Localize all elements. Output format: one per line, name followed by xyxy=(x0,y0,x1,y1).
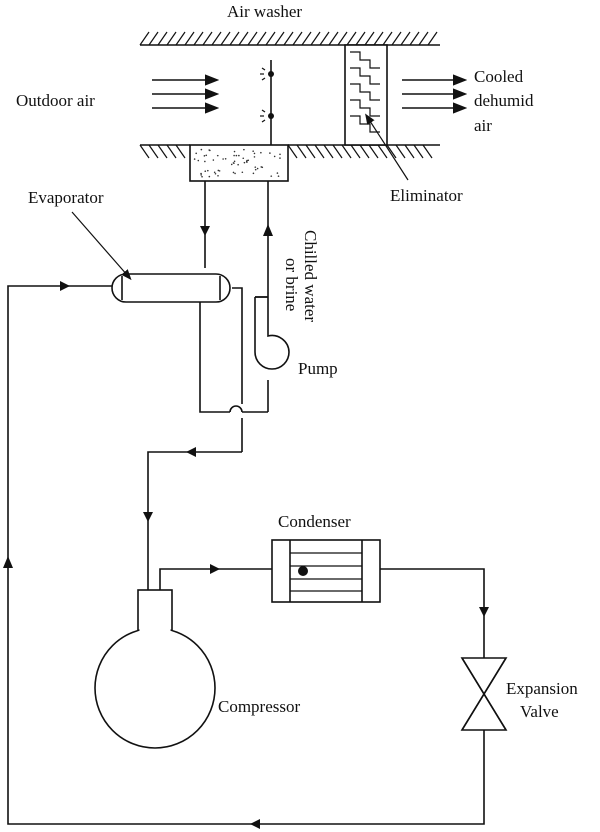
outdoor-air-label: Outdoor air xyxy=(16,91,95,110)
expansion-valve xyxy=(460,657,508,731)
pump xyxy=(254,296,290,370)
evaporator xyxy=(111,273,231,303)
condenser-label: Condenser xyxy=(278,512,351,531)
water-tank xyxy=(189,144,289,182)
cooled-air-label-2: dehumid xyxy=(474,91,534,110)
evaporator-leader xyxy=(71,211,132,281)
compressor-label: Compressor xyxy=(218,697,301,716)
air-washer-duct xyxy=(139,31,440,159)
expansion-label: Expansion xyxy=(506,679,578,698)
brine-label: or brine xyxy=(282,258,301,311)
refrigerant-loop xyxy=(3,281,489,829)
duct-bottom-hatching xyxy=(139,144,433,159)
outdoor-air-arrows xyxy=(152,74,220,114)
eliminator-label: Eliminator xyxy=(390,186,463,205)
cooled-air-arrows xyxy=(402,74,468,114)
air-washer-label: Air washer xyxy=(227,2,302,21)
duct-top-hatching xyxy=(139,31,438,46)
cooled-air-label-3: air xyxy=(474,116,492,135)
eliminator xyxy=(344,44,388,146)
spray-nozzles xyxy=(260,60,274,145)
eliminator-leader xyxy=(365,113,409,181)
chilled-water-loop xyxy=(199,181,273,452)
pump-label: Pump xyxy=(298,359,338,378)
compressor xyxy=(94,589,216,749)
valve-label: Valve xyxy=(520,702,559,721)
chilled-water-label: Chilled water xyxy=(301,230,320,322)
evaporator-label: Evaporator xyxy=(28,188,104,207)
condenser xyxy=(271,539,381,603)
cooled-air-label-1: Cooled xyxy=(474,67,524,86)
